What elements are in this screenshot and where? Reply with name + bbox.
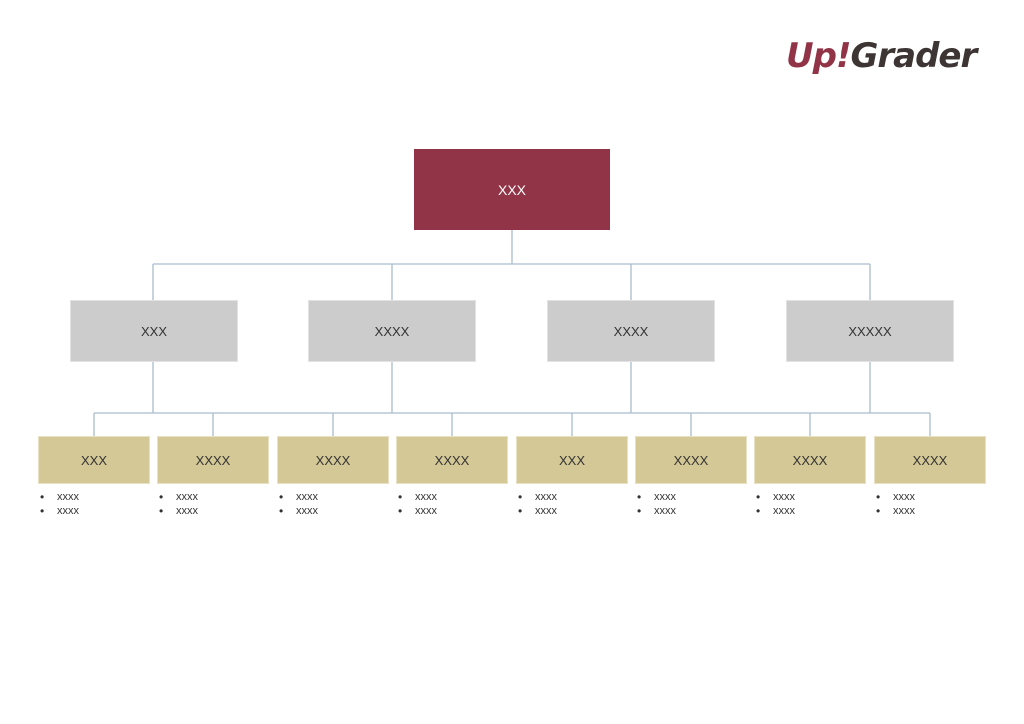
level3-node-8: XXXX [874, 436, 986, 484]
level2-node-4: XXXXX [786, 300, 954, 362]
bullet-item: xxxx [518, 490, 557, 504]
level2-node-label: XXXX [613, 323, 649, 339]
level2-node-3: XXXX [547, 300, 715, 362]
level3-node-label: XXXX [315, 452, 351, 468]
level3-node-label: XXX [558, 452, 585, 468]
bullet-item: xxxx [159, 490, 198, 504]
level3-bullets-6: xxxx xxxx [637, 490, 676, 518]
level3-node-6: XXXX [635, 436, 747, 484]
level3-node-7: XXXX [754, 436, 866, 484]
level3-bullets-3: xxxx xxxx [279, 490, 318, 518]
level3-node-label: XXXX [434, 452, 470, 468]
root-node: XXX [414, 149, 610, 230]
level3-node-label: XXXX [195, 452, 231, 468]
level3-node-4: XXXX [396, 436, 508, 484]
level3-node-label: XXXX [673, 452, 709, 468]
level3-bullets-5: xxxx xxxx [518, 490, 557, 518]
bullet-item: xxxx [159, 504, 198, 518]
level3-node-label: XXX [80, 452, 107, 468]
upgrader-logo: Up!Grader [786, 36, 977, 76]
root-node-label: XXX [497, 181, 526, 198]
level3-node-2: XXXX [157, 436, 269, 484]
bullet-item: xxxx [279, 490, 318, 504]
level2-node-label: XXX [140, 323, 167, 339]
bullet-item: xxxx [279, 504, 318, 518]
level2-node-label: XXXXX [848, 323, 892, 339]
level3-bullets-7: xxxx xxxx [756, 490, 795, 518]
bullet-item: xxxx [40, 490, 79, 504]
level2-node-label: XXXX [374, 323, 410, 339]
level2-node-1: XXX [70, 300, 238, 362]
level3-bullets-4: xxxx xxxx [398, 490, 437, 518]
bullet-item: xxxx [518, 504, 557, 518]
bullet-item: xxxx [398, 490, 437, 504]
level3-bullets-1: xxxx xxxx [40, 490, 79, 518]
bullet-item: xxxx [637, 490, 676, 504]
bullet-item: xxxx [876, 504, 915, 518]
level3-node-3: XXXX [277, 436, 389, 484]
bullet-item: xxxx [756, 490, 795, 504]
level3-bullets-2: xxxx xxxx [159, 490, 198, 518]
bullet-item: xxxx [398, 504, 437, 518]
level3-node-1: XXX [38, 436, 150, 484]
bullet-item: xxxx [876, 490, 915, 504]
level3-node-5: XXX [516, 436, 628, 484]
level2-node-2: XXXX [308, 300, 476, 362]
bullet-item: xxxx [756, 504, 795, 518]
level3-node-label: XXXX [912, 452, 948, 468]
bullet-item: xxxx [637, 504, 676, 518]
bullet-item: xxxx [40, 504, 79, 518]
level3-bullets-8: xxxx xxxx [876, 490, 915, 518]
level3-node-label: XXXX [792, 452, 828, 468]
